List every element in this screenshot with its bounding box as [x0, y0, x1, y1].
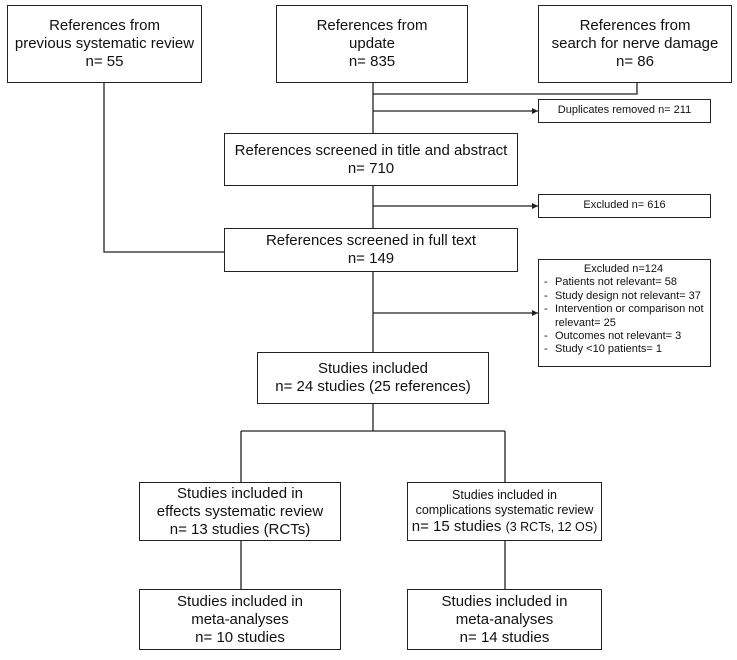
arrowhead-duplicates: [532, 108, 538, 114]
nerve-search-line-2: search for nerve damage: [551, 35, 719, 52]
previous-review-line-2: previous systematic review: [14, 35, 195, 52]
excluded-reasons-list: Patients not relevant= 58 Study design n…: [543, 276, 704, 357]
box-nerve-search: References from search for nerve damage …: [538, 5, 732, 83]
box-update: References from update n= 835: [276, 5, 468, 83]
box-studies-included: Studies included n= 24 studies (25 refer…: [257, 352, 489, 404]
box-effects-review: Studies included in effects systematic r…: [139, 482, 341, 541]
complications-review-count-detail: (3 RCTs, 12 OS): [505, 519, 598, 534]
box-meta-complications: Studies included in meta-analyses n= 14 …: [407, 589, 602, 650]
box-screened-full-text: References screened in full text n= 149: [224, 228, 518, 272]
nerve-search-line-1: References from: [579, 17, 691, 34]
arrowhead-excluded-1: [532, 203, 538, 209]
box-duplicates-removed: Duplicates removed n= 211: [538, 99, 711, 123]
list-item: Patients not relevant= 58: [543, 276, 704, 290]
update-line-2: update: [349, 35, 395, 52]
effects-review-line-2: effects systematic review: [156, 502, 324, 520]
screened-title-abstract-label: References screened in title and abstrac…: [234, 141, 508, 159]
meta-effects-line-2: meta-analyses: [191, 610, 289, 628]
previous-review-line-1: References from: [49, 17, 160, 34]
list-item: Intervention or comparison not relevant=…: [543, 303, 704, 330]
effects-review-count: n= 13 studies (RCTs): [169, 520, 311, 538]
meta-effects-count: n= 10 studies: [195, 628, 285, 646]
update-line-1: References from: [316, 17, 428, 34]
nerve-search-count: n= 86: [616, 53, 654, 70]
arrowhead-excluded-2: [532, 310, 538, 316]
meta-complications-line-2: meta-analyses: [455, 610, 554, 628]
list-item: Outcomes not relevant= 3: [543, 330, 704, 344]
complications-review-line-2: complications systematic review: [415, 502, 594, 517]
box-meta-effects: Studies included in meta-analyses n= 10 …: [139, 589, 341, 650]
meta-effects-line-1: Studies included in: [177, 592, 303, 610]
effects-review-line-1: Studies included in: [177, 484, 303, 502]
complications-review-count-main: n= 15 studies: [411, 517, 506, 535]
box-previous-review: References from previous systematic revi…: [7, 5, 202, 83]
screened-title-abstract-count: n= 710: [347, 159, 395, 177]
screened-full-text-label: References screened in full text: [265, 232, 477, 249]
studies-included-label: Studies included: [317, 360, 429, 377]
connector-nerve-merge: [373, 83, 638, 95]
excluded-124-title: Excluded n=124: [583, 263, 664, 275]
list-item: Study design not relevant= 37: [543, 290, 704, 304]
box-excluded-616: Excluded n= 616: [538, 194, 711, 218]
update-count: n= 835: [348, 53, 396, 70]
duplicates-removed-text: Duplicates removed n= 211: [557, 104, 692, 117]
previous-review-count: n= 55: [85, 53, 124, 70]
box-complications-review: Studies included in complications system…: [407, 482, 602, 541]
complications-review-line-1: Studies included in: [452, 487, 557, 502]
meta-complications-count: n= 14 studies: [459, 628, 550, 646]
list-item: Study <10 patients= 1: [543, 343, 704, 357]
box-screened-title-abstract: References screened in title and abstrac…: [224, 133, 518, 186]
excluded-616-text: Excluded n= 616: [583, 199, 666, 212]
studies-included-count: n= 24 studies (25 references): [275, 378, 471, 395]
connector-previous-to-fulltext: [103, 83, 224, 253]
meta-complications-line-1: Studies included in: [441, 592, 568, 610]
connector-included-split: [240, 404, 506, 482]
complications-review-count: n= 15 studies (3 RCTs, 12 OS): [412, 518, 598, 536]
screened-full-text-count: n= 149: [347, 250, 395, 267]
box-excluded-124: Excluded n=124 Patients not relevant= 58…: [538, 259, 711, 367]
